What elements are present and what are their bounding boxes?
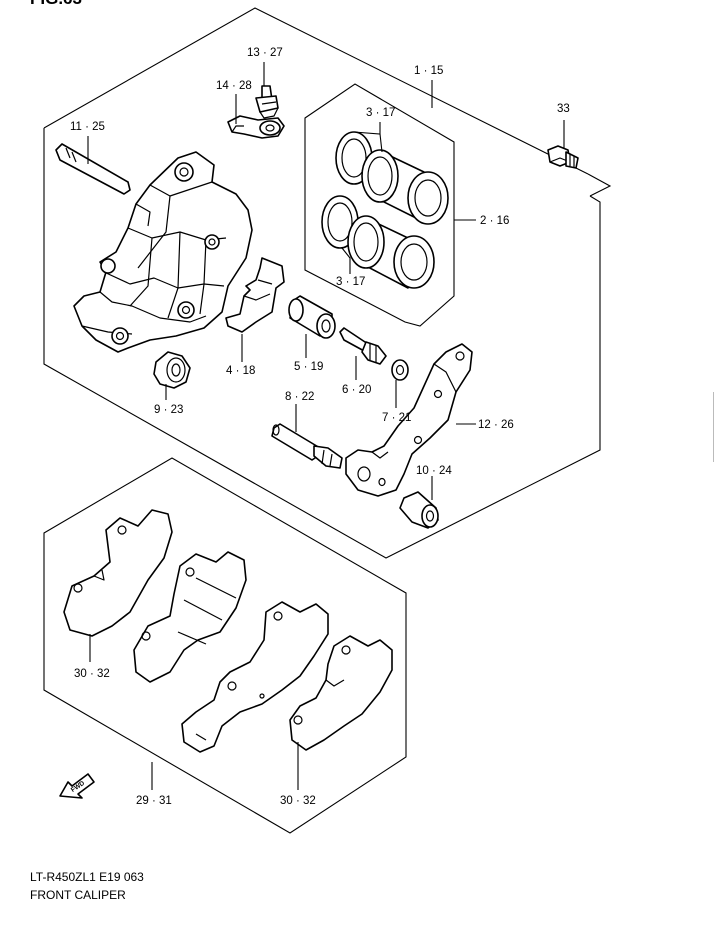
piston-subassembly-boundary xyxy=(304,83,455,327)
part-6-bolt xyxy=(339,327,387,365)
callout-5-19: 5 · 19 xyxy=(294,361,323,373)
brake-pad-1 xyxy=(63,509,173,637)
callout-3-17-top: 3 · 17 xyxy=(366,107,395,119)
part-5-sleeve xyxy=(288,295,336,339)
callout-10-24: 10 · 24 xyxy=(416,465,452,477)
part-11-pin xyxy=(55,143,131,195)
diagram-title: FRONT CALIPER xyxy=(30,888,126,902)
callout-3-17-bottom: 3 · 17 xyxy=(336,276,365,288)
part-7-washer xyxy=(391,359,409,381)
part-3-seals-and-part-2-pistons xyxy=(321,131,449,289)
figure-label: FIG.63 xyxy=(30,0,82,8)
part-4-pad-spring xyxy=(225,257,285,333)
callout-30-32-right: 30 · 32 xyxy=(280,795,316,807)
callout-8-22: 8 · 22 xyxy=(285,391,314,403)
callout-2-16: 2 · 16 xyxy=(480,215,509,227)
callout-13-27: 13 · 27 xyxy=(247,47,283,59)
callout-labels: 13 · 27 14 · 28 11 · 25 1 · 15 33 3 · 17… xyxy=(70,47,570,807)
model-code: LT-R450ZL1 E19 063 xyxy=(30,870,144,884)
brake-pad-2 xyxy=(133,551,247,683)
part-14-bleeder-cap xyxy=(227,115,285,139)
part-10-boot xyxy=(399,491,439,529)
callout-7-21: 7 · 21 xyxy=(382,412,411,424)
part-8-pin xyxy=(271,423,343,469)
part-12-caliper-bracket xyxy=(345,343,473,497)
fwd-arrow-icon: FWD xyxy=(59,773,95,799)
callout-30-32-left: 30 · 32 xyxy=(74,668,110,680)
scan-edge-mark xyxy=(713,392,714,462)
callout-9-23: 9 · 23 xyxy=(154,404,183,416)
caliper-assembly-boundary xyxy=(43,7,612,559)
callout-29-31: 29 · 31 xyxy=(136,795,172,807)
callout-4-18: 4 · 18 xyxy=(226,365,255,377)
part-13-bleeder-valve xyxy=(255,85,279,119)
leader-lines xyxy=(87,62,565,790)
callout-12-26: 12 · 26 xyxy=(478,419,514,431)
callout-11-25: 11 · 25 xyxy=(70,121,105,133)
brake-pad-4 xyxy=(289,635,393,751)
callout-14-28: 14 · 28 xyxy=(216,80,252,92)
callout-6-20: 6 · 20 xyxy=(342,384,371,396)
caliper-body xyxy=(73,151,253,353)
callout-33: 33 xyxy=(557,103,570,115)
brake-pad-boundary xyxy=(43,457,407,834)
part-33-bolt xyxy=(547,145,579,169)
part-9-boot xyxy=(153,351,191,389)
callout-1-15: 1 · 15 xyxy=(414,65,443,77)
brake-pad-3 xyxy=(181,601,329,753)
